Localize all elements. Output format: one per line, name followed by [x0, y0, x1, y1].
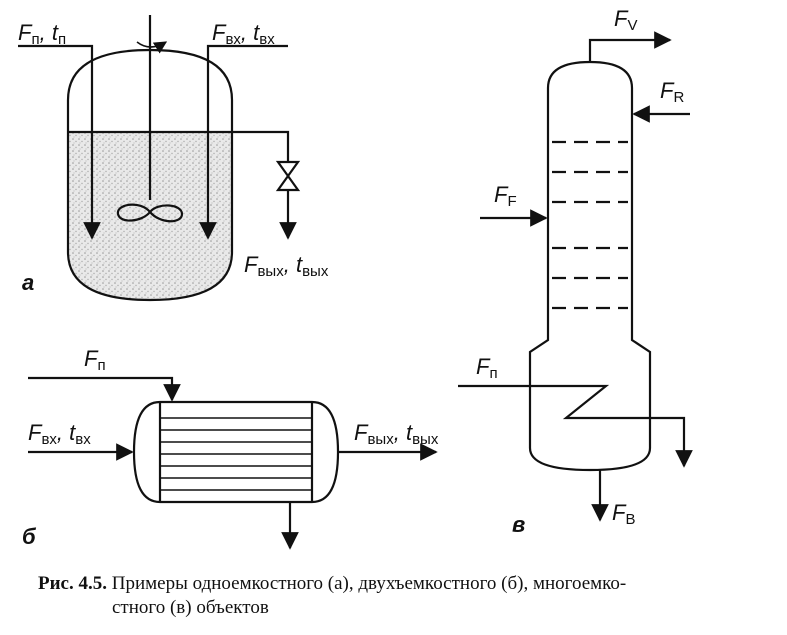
- b-top-inlet: [28, 376, 181, 402]
- c-top-outlet: [588, 31, 672, 62]
- label-a-out: Fвых, tвых: [244, 252, 329, 280]
- column-trays: [552, 140, 628, 310]
- label-c-R: FR: [660, 78, 684, 106]
- label-c-B: FB: [612, 500, 635, 528]
- label-b-in: Fвх, tвх: [28, 420, 91, 448]
- inlet-pipe-1: [18, 44, 101, 240]
- label-a-in2: Fвх, tвх: [212, 20, 275, 48]
- tank-a: Fп, tп Fвх, tвх Fвых, tвых а: [18, 15, 329, 302]
- panel-label-c: в: [512, 512, 525, 537]
- panel-label-b: б: [22, 524, 37, 549]
- label-a-in1: Fп, tп: [18, 20, 66, 48]
- diagram: Fп, tп Fвх, tвх Fвых, tвых а Fп Fвх, tвх…: [18, 6, 693, 550]
- inlet-pipe-2: [199, 44, 288, 240]
- label-c-top: FV: [614, 6, 637, 34]
- caption-line-1: Примеры одноемкостного (а), двухъемкостн…: [107, 573, 627, 594]
- valve: [275, 160, 301, 192]
- figure-caption: Рис. 4.5. Примеры одноемкостного (а), дв…: [38, 572, 758, 620]
- panel-label-a: а: [22, 270, 34, 295]
- label-c-F: FF: [494, 182, 517, 210]
- label-b-out: Fвых, tвых: [354, 420, 439, 448]
- rotation-arrow: [136, 41, 168, 54]
- label-b-top: Fп: [84, 346, 106, 374]
- caption-line-2: стного (в) объектов: [112, 597, 269, 618]
- column-c: FV FR FF Fп FB в: [458, 6, 693, 537]
- exchanger-b: Fп Fвх, tвх Fвых, tвых б: [22, 346, 439, 550]
- tube-bundle: [160, 417, 312, 491]
- exchanger-b-shell: [132, 400, 340, 504]
- tank-a-vessel: [66, 48, 234, 302]
- impeller: [116, 203, 184, 223]
- column-c-body: [528, 60, 652, 472]
- caption-prefix: Рис. 4.5.: [38, 573, 107, 594]
- label-c-n: Fп: [476, 354, 498, 382]
- c-heating-coil: [458, 384, 693, 468]
- tank-a-liquid: [68, 132, 232, 300]
- outlet-pipe: [232, 130, 290, 162]
